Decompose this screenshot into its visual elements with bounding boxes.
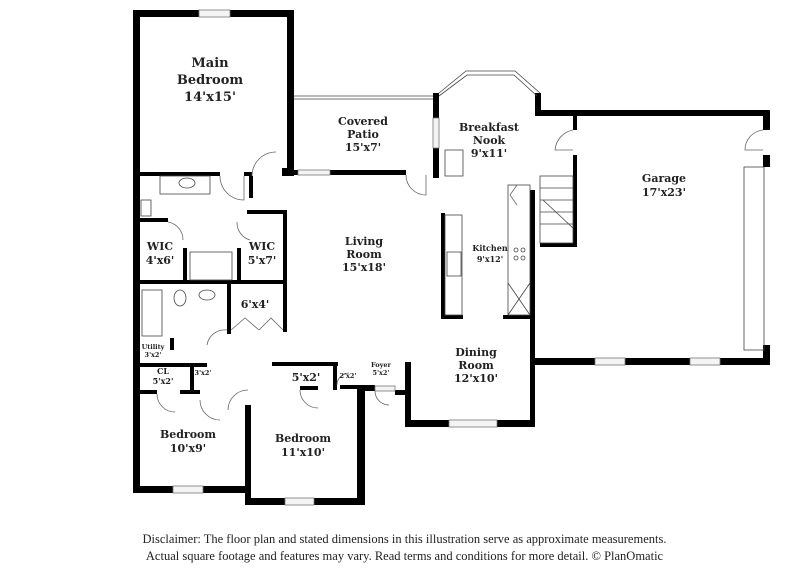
svg-text:Utility: Utility xyxy=(142,343,165,351)
room-labels: Main Bedroom 14'x15' Covered Patio 15'x7… xyxy=(142,56,687,459)
room-foyer: Foyer 5'x2' xyxy=(371,361,392,377)
svg-text:WIC: WIC xyxy=(146,240,173,253)
doors xyxy=(156,129,764,421)
room-covered-patio: Covered Patio 15'x7' xyxy=(338,115,388,154)
svg-text:4'x6': 4'x6' xyxy=(146,254,175,267)
svg-text:Room: Room xyxy=(346,248,382,261)
room-living-room: Living Room 15'x18' xyxy=(342,235,386,274)
svg-text:Dining: Dining xyxy=(455,346,497,359)
svg-text:Room: Room xyxy=(458,359,494,372)
room-closet-3x2: 3'x2' xyxy=(195,369,212,377)
svg-text:15'x18': 15'x18' xyxy=(342,261,386,274)
svg-text:Living: Living xyxy=(345,235,383,248)
room-main-bedroom: Main Bedroom 14'x15' xyxy=(177,56,244,105)
room-utility: Utility 3'x2' xyxy=(142,343,165,359)
svg-text:Bedroom: Bedroom xyxy=(177,73,244,88)
svg-text:9'x11': 9'x11' xyxy=(471,147,507,160)
svg-text:Covered: Covered xyxy=(338,115,388,128)
svg-text:Patio: Patio xyxy=(347,128,379,141)
svg-text:5'x7': 5'x7' xyxy=(248,254,277,267)
disclaimer-line-1: Disclaimer: The floor plan and stated di… xyxy=(142,532,667,546)
room-bedroom-right: Bedroom 11'x10' xyxy=(275,432,331,459)
thin-outlines xyxy=(140,70,765,351)
windows xyxy=(172,9,721,506)
room-closet-5x2: 5'x2' xyxy=(292,371,321,384)
svg-text:Nook: Nook xyxy=(473,134,506,147)
exterior-walls xyxy=(133,10,770,505)
room-breakfast-nook: Breakfast Nook 9'x11' xyxy=(459,121,520,160)
room-closet-2x2: 2'x2' xyxy=(340,372,357,380)
svg-text:CL: CL xyxy=(157,366,169,376)
room-dining-room: Dining Room 12'x10' xyxy=(454,346,498,385)
svg-text:Bedroom: Bedroom xyxy=(160,428,216,441)
svg-text:12'x10': 12'x10' xyxy=(454,372,498,385)
room-wic-left: WIC 4'x6' xyxy=(146,240,175,267)
svg-text:Garage: Garage xyxy=(642,172,686,185)
svg-text:11'x10': 11'x10' xyxy=(281,446,325,459)
disclaimer-line-2: Actual square footage and features may v… xyxy=(145,549,664,563)
room-kitchen: Kitchen 9'x12' xyxy=(472,243,507,264)
svg-text:Foyer: Foyer xyxy=(371,361,392,369)
svg-text:14'x15': 14'x15' xyxy=(184,90,236,105)
svg-text:WIC: WIC xyxy=(248,240,275,253)
svg-text:5'x2': 5'x2' xyxy=(373,369,390,377)
svg-text:15'x7': 15'x7' xyxy=(345,141,381,154)
svg-text:Kitchen: Kitchen xyxy=(472,243,507,253)
room-garage: Garage 17'x23' xyxy=(642,172,686,199)
svg-text:Main: Main xyxy=(191,56,229,71)
room-cl: CL 5'x2' xyxy=(153,366,174,386)
svg-text:17'x23': 17'x23' xyxy=(642,186,686,199)
svg-text:5'x2': 5'x2' xyxy=(153,376,174,386)
svg-text:3'x2': 3'x2' xyxy=(145,351,162,359)
room-bedroom-left: Bedroom 10'x9' xyxy=(160,428,216,455)
svg-text:10'x9': 10'x9' xyxy=(170,442,206,455)
svg-text:9'x12': 9'x12' xyxy=(477,254,503,264)
room-wic-right: WIC 5'x7' xyxy=(248,240,277,267)
svg-text:Bedroom: Bedroom xyxy=(275,432,331,445)
room-closet-6x4: 6'x4' xyxy=(241,298,270,311)
svg-text:Breakfast: Breakfast xyxy=(459,121,520,134)
